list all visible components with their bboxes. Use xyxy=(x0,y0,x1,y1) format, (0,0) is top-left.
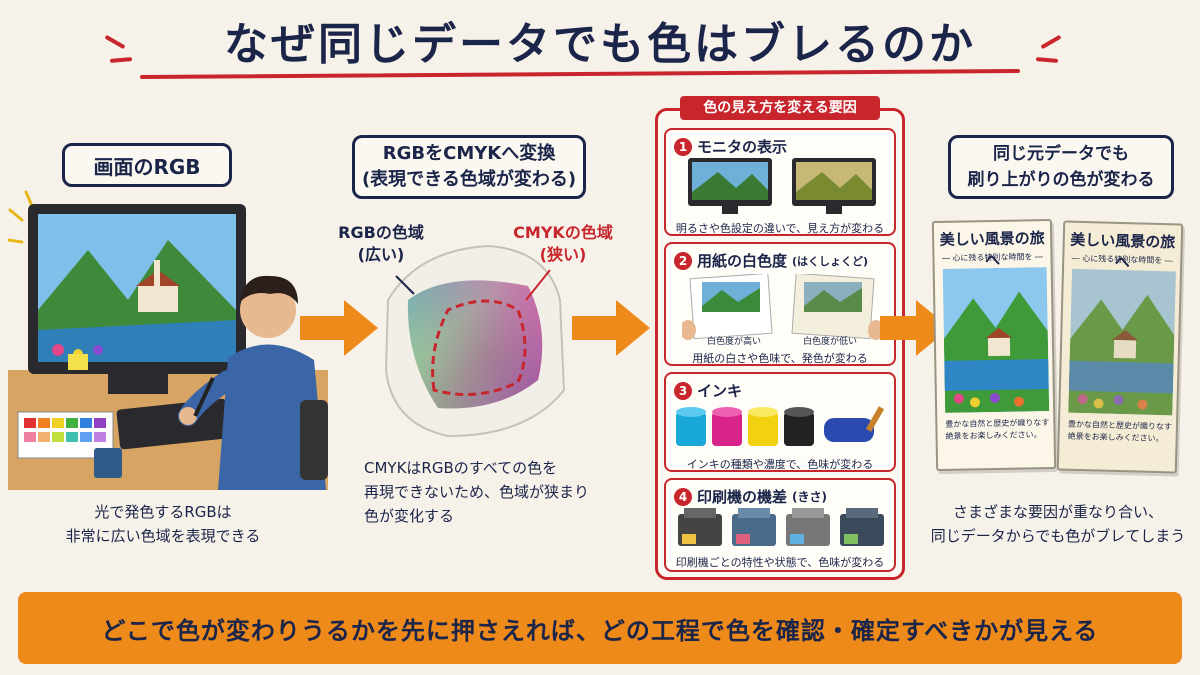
factor-number: 2 xyxy=(674,251,692,270)
summary-text: どこで色が変わりうるかを先に押さえれば、どの工程で色を確認・確定すべきかが見える xyxy=(101,616,1099,645)
result-caption: さまざまな要因が重なり合い、 同じデータからでも色がブレてしまう xyxy=(920,500,1196,548)
result-label-box: 同じ元データでも 刷り上がりの色が変わる xyxy=(948,135,1174,199)
paper-high-label: 白色度が高い xyxy=(706,337,761,347)
flow-arrow-2 xyxy=(572,300,650,356)
ink-cans xyxy=(676,406,885,446)
rgb-gamut-label: RGBの色域 (広い) xyxy=(336,222,426,266)
factor-caption: 印刷機ごとの特性や状態で、色味が変わる xyxy=(675,556,885,569)
rgb-gamut-label-line2: (広い) xyxy=(357,245,405,264)
designer-illustration xyxy=(8,190,328,490)
gamut-diagram xyxy=(384,244,566,438)
factor-paper-whiteness: 2 用紙の白色度 (はくしょくど) 白色度が高い 白色度が低い 用紙の白さや色味… xyxy=(664,242,896,366)
factor-caption: 用紙の白さや色味で、発色が変わる xyxy=(692,352,868,365)
flyer-title: 美しい風景の旅へ xyxy=(1070,230,1176,272)
rgb-gamut-label-line1: RGBの色域 xyxy=(338,223,424,242)
factor-caption: インキの種類や濃度で、色味が変わる xyxy=(686,458,874,471)
paper-samples xyxy=(682,274,882,340)
factor-press-variance: 4 印刷機の機差 (きさ) 印刷機ごとの特性や状態で、色味が変わる xyxy=(664,478,896,572)
page-title: なぜ同じデータでも色はブレるのか xyxy=(224,19,976,70)
convert-label-line2: (表現できる色域が変わる) xyxy=(361,169,577,190)
rgb-caption: 光で発色するRGBは 非常に広い色域を表現できる xyxy=(18,500,308,548)
printing-presses xyxy=(678,508,884,546)
glow-lines xyxy=(8,190,34,244)
flyer-title: 美しい風景の旅へ xyxy=(939,229,1045,270)
cmyk-gamut-label: CMYKの色域 (狭い) xyxy=(508,222,618,266)
two-monitors xyxy=(688,158,876,214)
result-caption-line2: 同じデータからでも色がブレてしまう xyxy=(930,527,1186,545)
result-label-line1: 同じ元データでも xyxy=(993,144,1129,164)
rgb-label-box: 画面のRGB xyxy=(62,143,232,187)
factor-title-note: (はくしょくど) xyxy=(792,254,869,268)
factor-number: 4 xyxy=(674,487,692,506)
factor-caption: 明るさや色設定の違いで、見え方が変わる xyxy=(675,222,885,235)
flow-arrow-1 xyxy=(300,300,378,356)
flyer-print-a: 美しい風景の旅へ ― 心に残る特別な時間を ― 豊かな自然と歴史が織りなす絶景を… xyxy=(931,218,1057,472)
person-head xyxy=(240,282,296,338)
factor-title-note: (きさ) xyxy=(792,490,827,504)
rgb-caption-line1: 光で発色するRGBは xyxy=(94,503,232,521)
convert-caption: CMYKはRGBのすべての色を 再現できないため、色域が狭まり 色が変化する xyxy=(340,456,600,528)
factor-title: インキ xyxy=(697,382,743,400)
paper-low-label: 白色度が低い xyxy=(802,337,857,347)
rgb-label: 画面のRGB xyxy=(93,154,201,179)
mug xyxy=(94,448,122,478)
factor-title: 印刷機の機差 xyxy=(697,488,788,506)
flyer-landscape xyxy=(1068,268,1176,416)
convert-caption-line2: 再現できないため、色域が狭まり xyxy=(364,483,590,501)
flyer-body: 豊かな自然と歴史が織りなす絶景をお楽しみください。 xyxy=(1067,419,1173,444)
cmyk-gamut-label-line1: CMYKの色域 xyxy=(513,223,613,242)
flyer-body: 豊かな自然と歴史が織りなす絶景をお楽しみください。 xyxy=(945,418,1050,441)
cmyk-gamut-shape xyxy=(431,299,527,396)
flyer-landscape xyxy=(942,267,1050,413)
flyer-print-b: 美しい風景の旅へ ― 心に残る特別な時間を ― 豊かな自然と歴史が織りなす絶景を… xyxy=(1056,220,1184,474)
flyer-subtitle: ― 心に残る特別な時間を ― xyxy=(941,252,1044,263)
summary-bar: どこで色が変わりうるかを先に押さえれば、どの工程で色を確認・確定すべきかが見える xyxy=(18,592,1182,664)
factors-tag: 色の見え方を変える要因 xyxy=(680,96,880,120)
factor-number: 1 xyxy=(674,137,692,156)
factor-number: 3 xyxy=(674,381,692,400)
factor-monitor: 1 モニタの表示 明るさや色設定の違いで、見え方が変わる xyxy=(664,128,896,236)
result-caption-line1: さまざまな要因が重なり合い、 xyxy=(952,503,1163,521)
factor-ink: 3 インキ インキの種類や濃度で、色味が変わる xyxy=(664,372,896,472)
factor-title: 用紙の白色度 xyxy=(697,252,788,270)
convert-label-box: RGBをCMYKへ変換 (表現できる色域が変わる) xyxy=(352,135,586,199)
rgb-caption-line2: 非常に広い色域を表現できる xyxy=(65,527,261,545)
convert-label-line1: RGBをCMYKへ変換 xyxy=(382,143,556,164)
result-label-line2: 刷り上がりの色が変わる xyxy=(967,170,1155,190)
cmyk-gamut-label-line2: (狭い) xyxy=(539,245,587,264)
factor-title: モニタの表示 xyxy=(697,138,788,156)
convert-caption-line1: CMYKはRGBのすべての色を xyxy=(364,459,558,477)
convert-caption-line3: 色が変化する xyxy=(364,507,455,525)
ink-roller xyxy=(824,418,874,442)
